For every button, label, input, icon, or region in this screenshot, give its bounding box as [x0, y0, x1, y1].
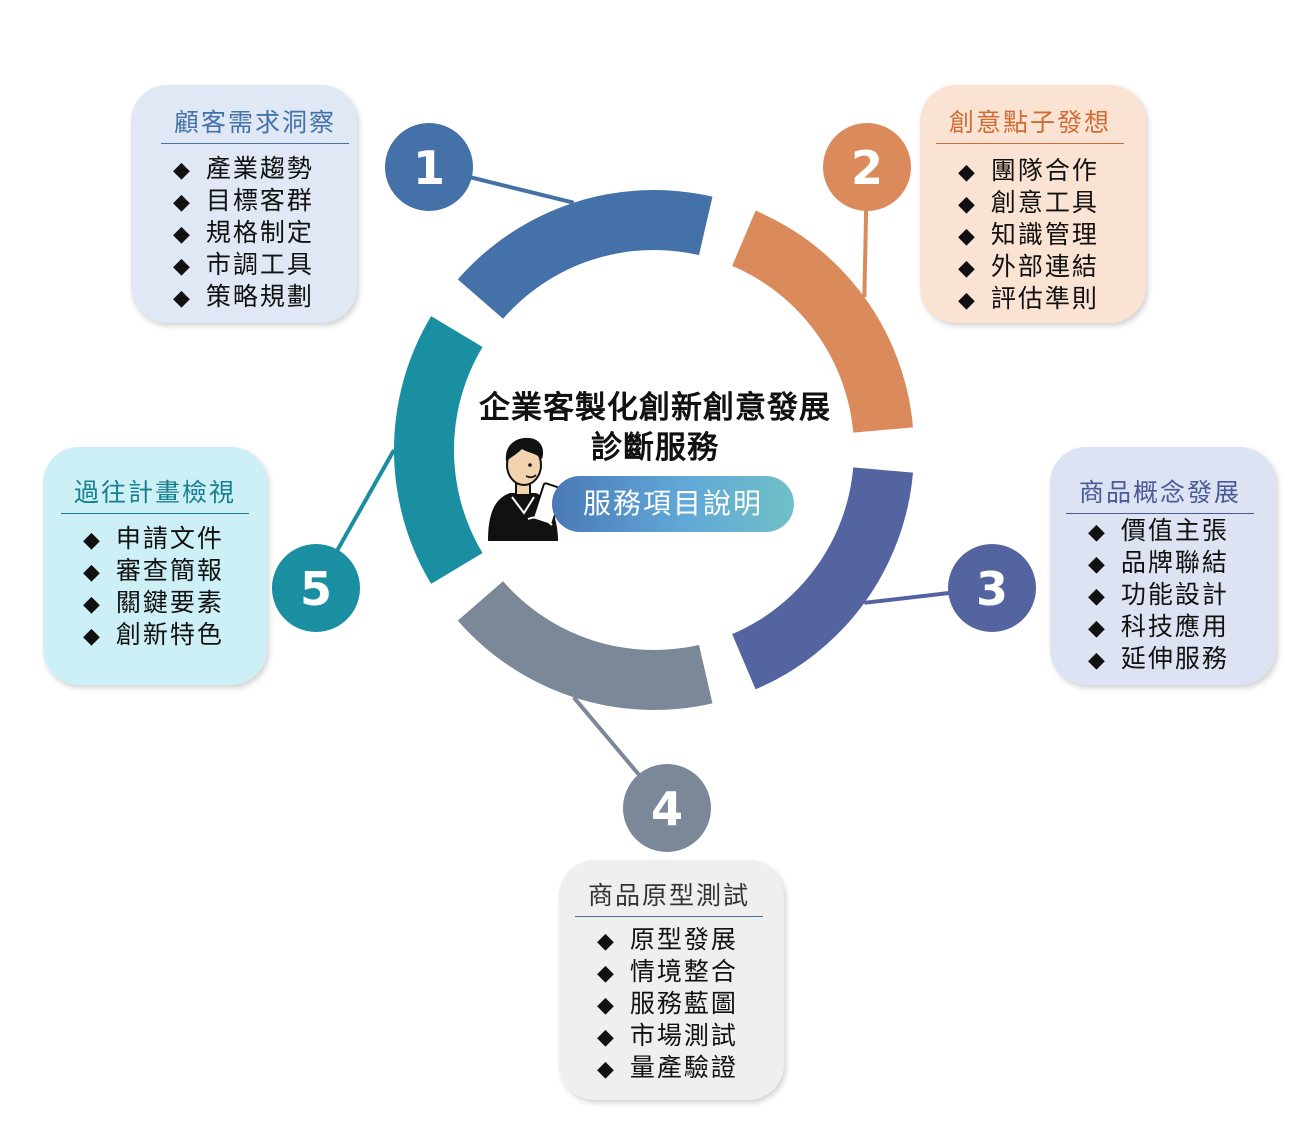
- list-item: 申請文件: [83, 523, 224, 555]
- cycle-arc-4: [457, 581, 713, 710]
- cycle-arc-3: [732, 467, 914, 690]
- step-item-list: 原型發展 情境整合 服務藍圖 市場測試 量產驗證: [597, 924, 738, 1084]
- list-item: 目標客群: [173, 185, 314, 217]
- cycle-arcs: [394, 190, 914, 710]
- center-subtitle-pill: 服務項目說明: [552, 476, 794, 532]
- list-item: 延伸服務: [1088, 643, 1229, 675]
- list-item: 關鍵要素: [83, 587, 224, 619]
- step-card-title: 商品概念發展: [1066, 473, 1254, 514]
- step-card-title: 商品原型測試: [575, 876, 763, 917]
- step-card-title: 顧客需求洞察: [161, 103, 349, 144]
- list-item: 評估準則: [958, 283, 1099, 315]
- center-title-line2: 診斷服務: [591, 430, 719, 466]
- list-item: 原型發展: [597, 924, 738, 956]
- step-item-list: 團隊合作 創意工具 知識管理 外部連結 評估準則: [958, 155, 1099, 315]
- cycle-arc-1: [457, 190, 713, 319]
- list-item: 創意工具: [958, 187, 1099, 219]
- step-card-title: 過往計畫檢視: [61, 473, 249, 514]
- list-item: 規格制定: [173, 217, 314, 249]
- step-item-list: 產業趨勢 目標客群 規格制定 市調工具 策略規劃: [173, 153, 314, 313]
- step-badge-1: [385, 123, 473, 211]
- step-card-5: 過往計畫檢視 申請文件 審查簡報 關鍵要素 創新特色: [43, 447, 267, 685]
- step-badges: 1 2 3 4 5: [272, 123, 1036, 852]
- step-card-1: 顧客需求洞察 產業趨勢 目標客群 規格制定 市調工具 策略規劃: [131, 85, 357, 323]
- step-card-title: 創意點子發想: [936, 103, 1124, 144]
- step-number-3: 3: [976, 562, 1008, 616]
- list-item: 服務藍圖: [597, 988, 738, 1020]
- list-item: 科技應用: [1088, 611, 1229, 643]
- list-item: 策略規劃: [173, 281, 314, 313]
- cycle-arc-5: [394, 316, 483, 584]
- step-badge-5: [272, 544, 360, 632]
- list-item: 產業趨勢: [173, 153, 314, 185]
- list-item: 品牌聯結: [1088, 547, 1229, 579]
- list-item: 價值主張: [1088, 515, 1229, 547]
- list-item: 外部連結: [958, 251, 1099, 283]
- cycle-arc-2: [732, 210, 914, 433]
- step-card-4: 商品原型測試 原型發展 情境整合 服務藍圖 市場測試 量產驗證: [559, 860, 784, 1100]
- list-item: 團隊合作: [958, 155, 1099, 187]
- center-title: 企業客製化創新創意發展 診斷服務: [440, 388, 870, 468]
- step-item-list: 申請文件 審查簡報 關鍵要素 創新特色: [83, 523, 224, 651]
- step-number-5: 5: [300, 562, 332, 616]
- center-title-line1: 企業客製化創新創意發展: [479, 390, 831, 426]
- list-item: 知識管理: [958, 219, 1099, 251]
- list-item: 市調工具: [173, 249, 314, 281]
- list-item: 量產驗證: [597, 1052, 738, 1084]
- list-item: 情境整合: [597, 956, 738, 988]
- step-item-list: 價值主張 品牌聯結 功能設計 科技應用 延伸服務: [1088, 515, 1229, 675]
- step-badge-2: [823, 123, 911, 211]
- step-number-2: 2: [851, 141, 883, 195]
- step-card-2: 創意點子發想 團隊合作 創意工具 知識管理 外部連結 評估準則: [920, 85, 1146, 323]
- step-badge-3: [948, 544, 1036, 632]
- list-item: 審查簡報: [83, 555, 224, 587]
- step-number-1: 1: [413, 141, 445, 195]
- list-item: 功能設計: [1088, 579, 1229, 611]
- step-badge-4: [623, 764, 711, 852]
- list-item: 市場測試: [597, 1020, 738, 1052]
- step-card-3: 商品概念發展 價值主張 品牌聯結 功能設計 科技應用 延伸服務: [1050, 447, 1276, 685]
- list-item: 創新特色: [83, 619, 224, 651]
- step-number-4: 4: [651, 782, 683, 836]
